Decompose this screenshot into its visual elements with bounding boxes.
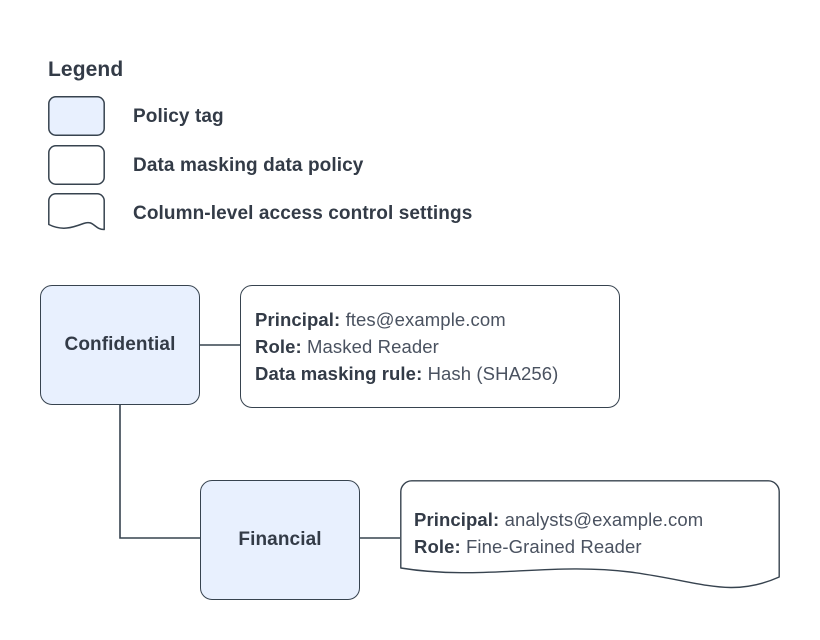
note-value: Fine-Grained Reader [466, 536, 642, 557]
node-financial[interactable]: Financial [200, 480, 360, 600]
document-wavy-swatch-icon [48, 193, 105, 233]
legend-item-label: Data masking data policy [133, 155, 364, 176]
note-confidential-policy[interactable]: Principal: ftes@example.com Role: Masked… [240, 285, 620, 408]
note-line: Role: Fine-Grained Reader [414, 533, 766, 560]
document-wavy-shape-icon [400, 480, 780, 589]
note-value: ftes@example.com [345, 309, 506, 330]
note-key: Role: [255, 336, 302, 357]
note-line: Principal: analysts@example.com [414, 506, 766, 533]
data-policy-swatch-icon [48, 145, 105, 185]
node-label: Confidential [64, 334, 176, 355]
note-financial-settings[interactable]: Principal: analysts@example.com Role: Fi… [400, 480, 780, 600]
note-value: Masked Reader [307, 336, 439, 357]
note-line: Data masking rule: Hash (SHA256) [255, 360, 605, 387]
node-confidential[interactable]: Confidential [40, 285, 200, 405]
legend-item-label: Column-level access control settings [133, 203, 473, 224]
policy-tag-swatch-icon [48, 96, 105, 136]
note-line: Role: Masked Reader [255, 333, 605, 360]
edge-confidential-to-financial [119, 405, 200, 539]
note-value: analysts@example.com [504, 509, 704, 530]
note-value: Hash (SHA256) [427, 363, 559, 384]
note-key: Principal: [414, 509, 500, 530]
legend-item-label: Policy tag [133, 106, 224, 127]
note-key: Role: [414, 536, 461, 557]
note-key: Data masking rule: [255, 363, 423, 384]
note-key: Principal: [255, 309, 341, 330]
node-label: Financial [238, 529, 322, 550]
note-line: Principal: ftes@example.com [255, 306, 605, 333]
legend: Legend Policy tag Data masking data poli… [48, 58, 648, 238]
legend-title: Legend [48, 58, 124, 81]
